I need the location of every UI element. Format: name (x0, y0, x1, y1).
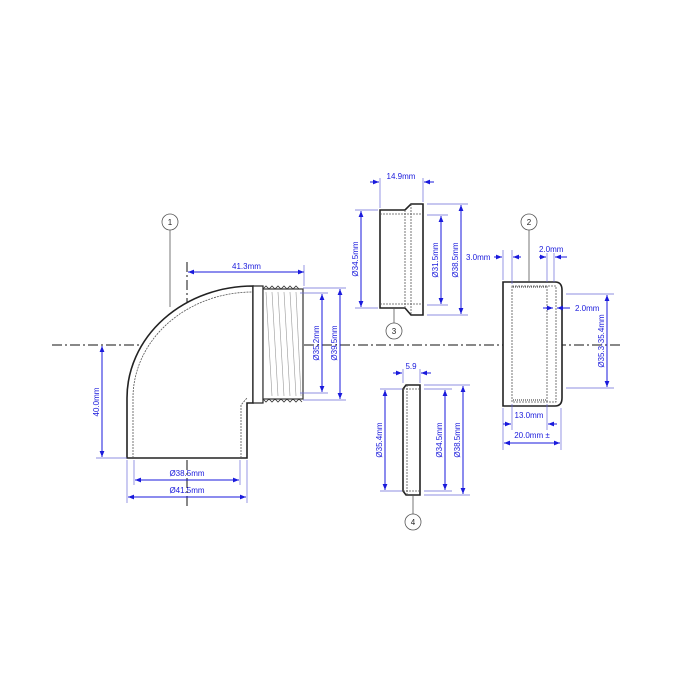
dim-inner-dia-label: Ø38.5mm (169, 469, 204, 478)
balloon-2 (520, 213, 538, 231)
part2-total-len-label: 20.0mm ± (514, 431, 550, 440)
dim-outer-dia-label: Ø41.5mm (169, 486, 204, 495)
part3-width-label: 14.9mm (387, 172, 416, 181)
part3-dia-a-label: Ø34.5mm (351, 241, 360, 276)
part3-dia-b-label: Ø31.5mm (431, 242, 440, 277)
part2-inner-len-label: 13.0mm (515, 411, 544, 420)
balloon-4 (404, 513, 422, 531)
dim-length-label: 41.3mm (232, 262, 261, 271)
dim-thread-major-label: Ø39.5mm (330, 325, 339, 360)
part3-dia-c-label: Ø38.5mm (451, 242, 460, 277)
part2-dia-label: Ø35.3-35.4mm (597, 314, 606, 368)
balloon-3 (385, 322, 403, 340)
balloon-2-label: 2 (527, 218, 532, 227)
balloon-3-label: 3 (392, 327, 397, 336)
part4-dia-c-label: Ø38.5mm (453, 422, 462, 457)
part-4-ring (402, 384, 421, 496)
dim-height-label: 40.0mm (92, 387, 101, 416)
balloon-4-label: 4 (411, 518, 416, 527)
part4-dia-a-label: Ø35.4mm (375, 422, 384, 457)
part4-width-label: 5.9 (405, 362, 417, 371)
part2-end-label: 2.0mm (575, 304, 600, 313)
dim-thread-minor-label: Ø35.2mm (312, 325, 321, 360)
elbow-part (126, 285, 304, 459)
part-2-cap (502, 281, 563, 407)
part2-wall-label: 3.0mm (466, 253, 491, 262)
part4-dia-b-label: Ø34.5mm (435, 422, 444, 457)
part-3-sleeve (379, 203, 424, 316)
balloon-1-label: 1 (168, 218, 173, 227)
part2-lip-label: 2.0mm (539, 245, 564, 254)
